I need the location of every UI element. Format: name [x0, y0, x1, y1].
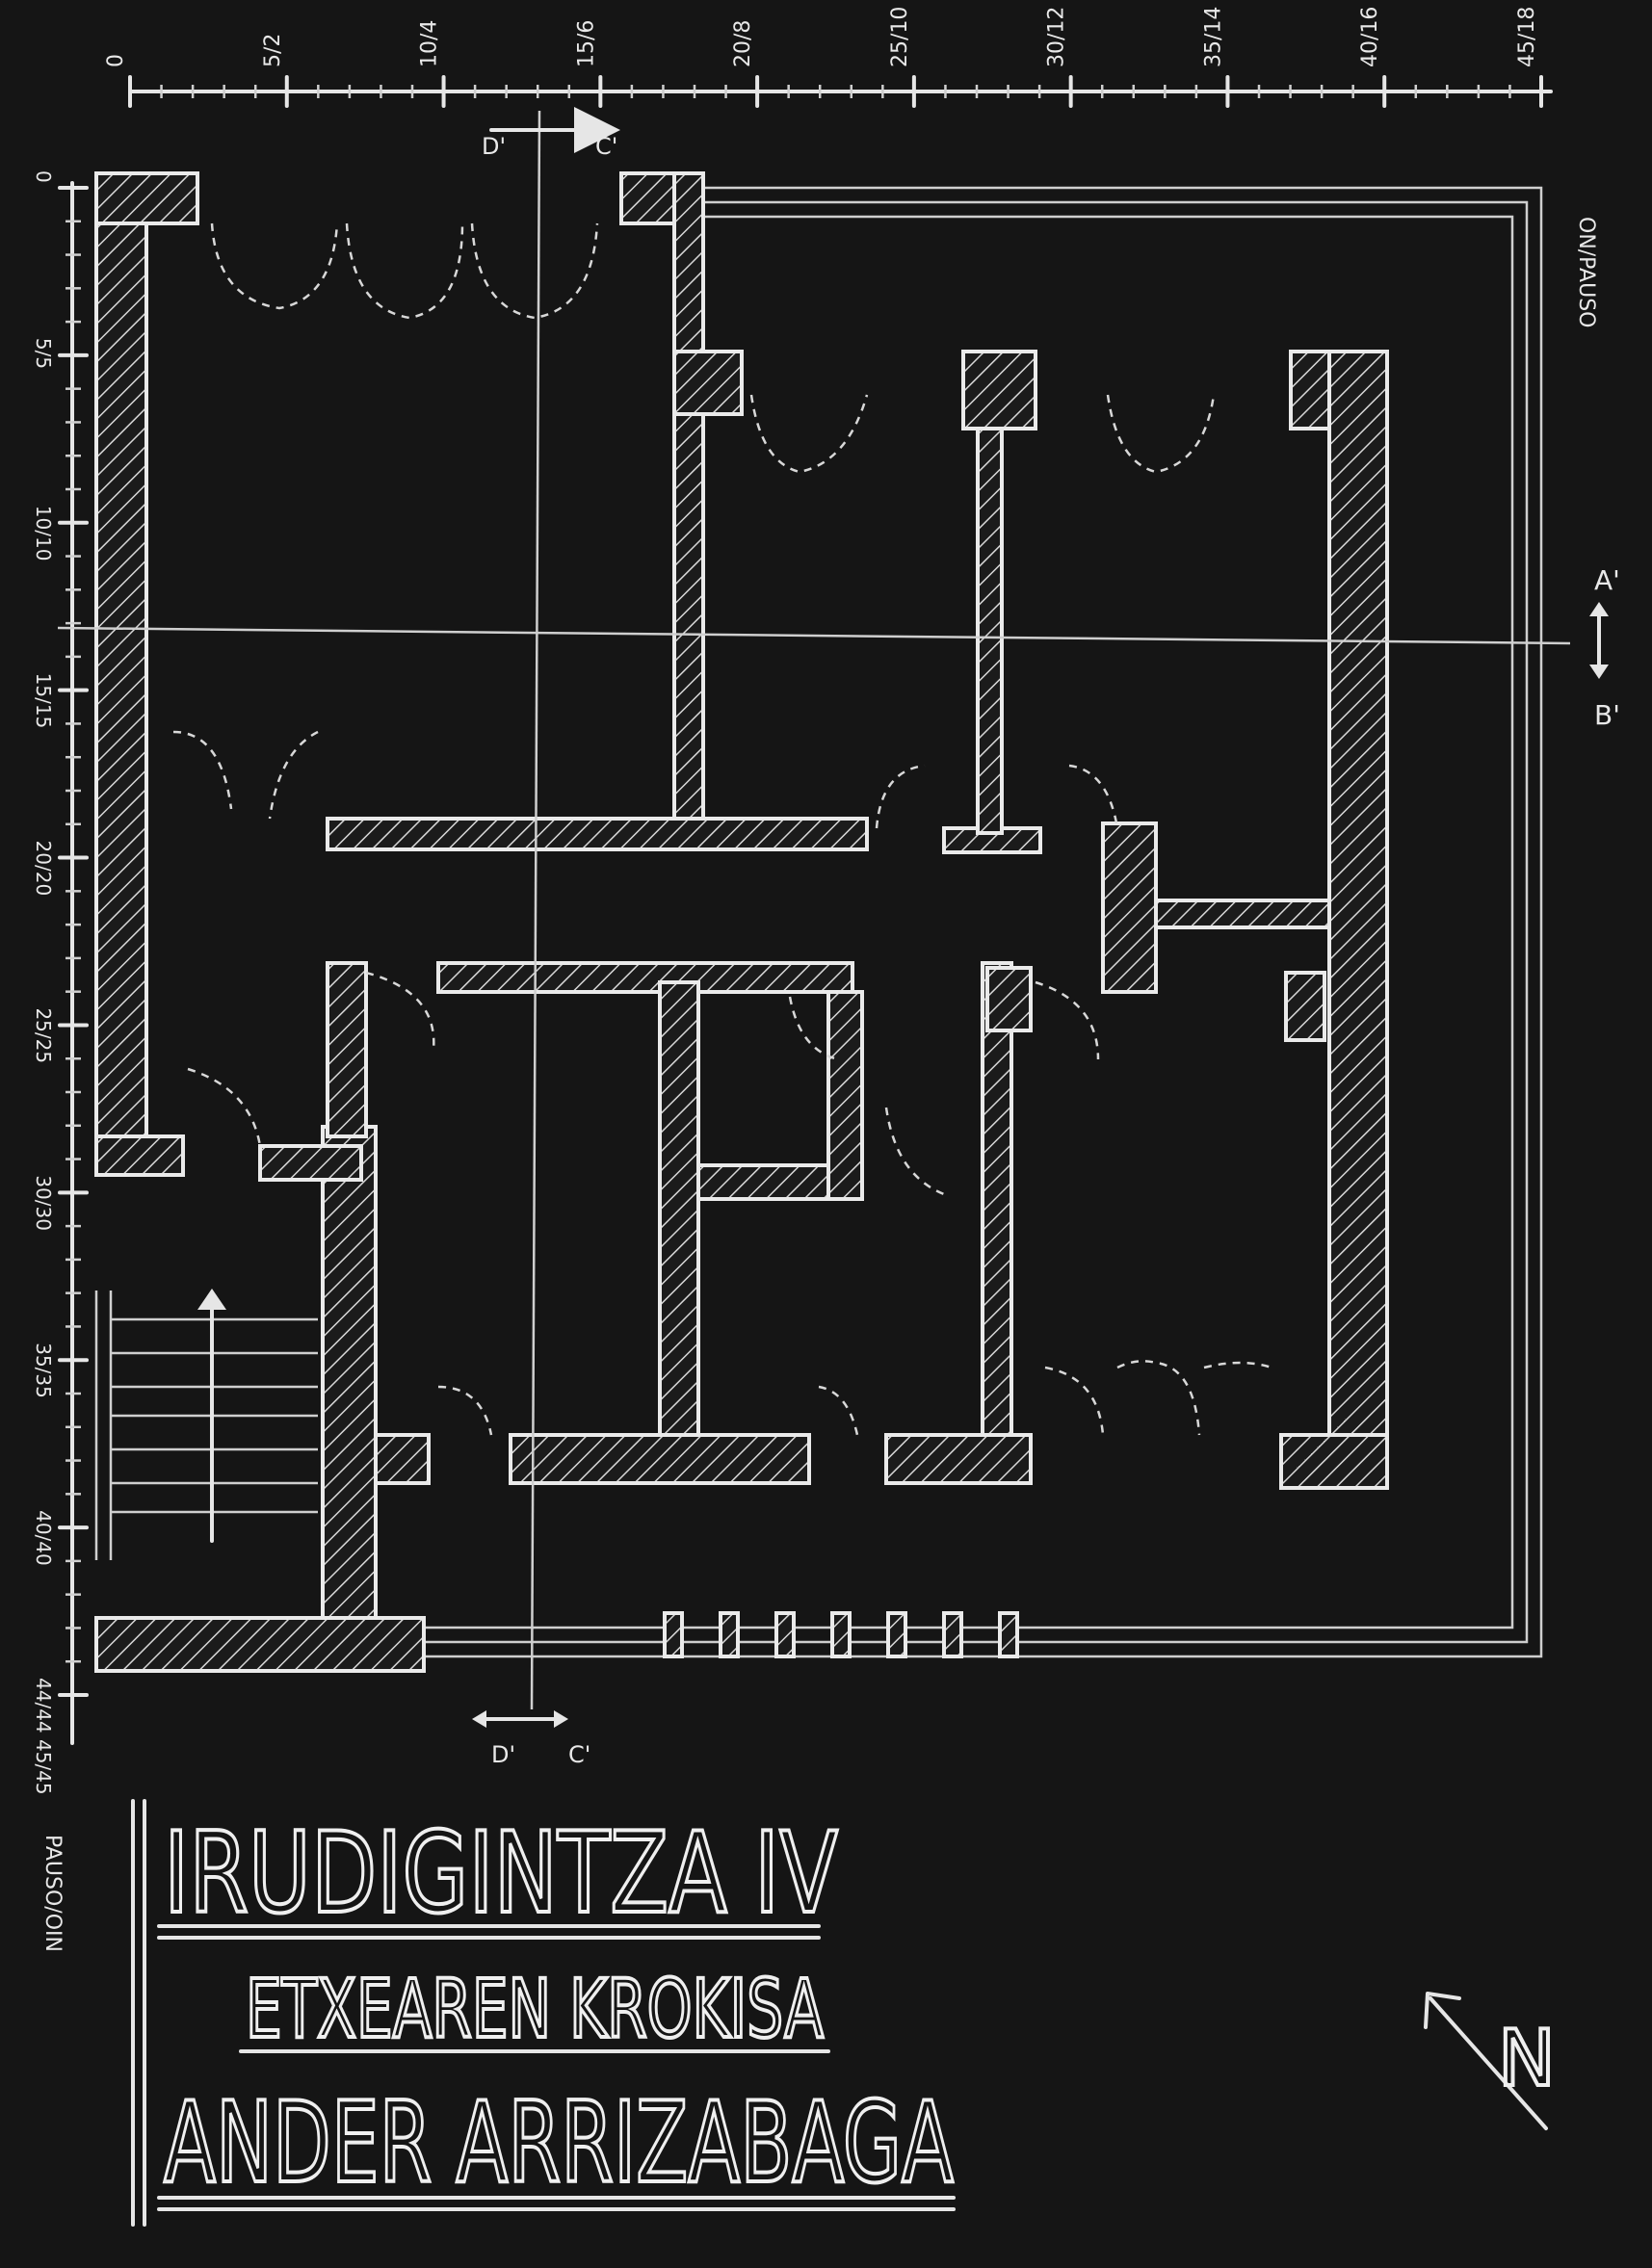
- left-scale-label: 20/20: [32, 841, 55, 897]
- top-scale-label: 25/10: [888, 7, 912, 67]
- left-scale: 0 5/5 10/10 15/15 20/20 25/25 30/30 35/35 40/40 4…: [32, 170, 89, 1952]
- top-scale-label: 15/6: [574, 20, 598, 67]
- section-d-bottom-label: D': [491, 1741, 515, 1768]
- title-line-2: ETXEAREN KROKISA: [246, 1962, 824, 2056]
- left-scale-label: 25/25: [32, 1007, 55, 1063]
- top-scale-label: 20/8: [731, 20, 755, 67]
- left-scale-unit: PAUSO/OIN: [40, 1835, 65, 1952]
- top-scale-label: 35/14: [1201, 7, 1225, 67]
- top-scale: 0 5/2 10/4 15/6 20/8 25/10 30/12 35/14 40/16 45/1…: [104, 7, 1598, 328]
- exterior-walls: [94, 171, 1389, 1673]
- left-scale-label: 40/40: [32, 1510, 55, 1566]
- terrace-outline: [424, 186, 1543, 1658]
- title-block: IRUDIGINTZA IV ETXEAREN KROKISA ANDER AR…: [131, 1799, 956, 2227]
- title-line-1: IRUDIGINTZA IV: [164, 1809, 838, 1939]
- section-d-top-label: D': [482, 133, 506, 160]
- left-scale-labels: 0 5/5 10/10 15/15 20/20 25/25 30/30 35/35 40/40 4…: [32, 170, 55, 1795]
- section-b-label: B': [1594, 699, 1620, 731]
- top-scale-label: 10/4: [418, 20, 442, 67]
- top-scale-label: 30/12: [1045, 7, 1069, 67]
- left-scale-label: 44/44 45/45: [32, 1678, 55, 1795]
- north-arrow: N: [1424, 1992, 1558, 2130]
- left-scale-label: 35/35: [32, 1343, 55, 1398]
- left-scale-ticks: [58, 186, 89, 1697]
- left-scale-label: 30/30: [32, 1175, 55, 1231]
- top-scale-label: 0: [104, 54, 128, 67]
- door-swings: [172, 222, 1272, 1436]
- section-c-bottom-label: C': [568, 1741, 590, 1768]
- left-scale-label: 10/10: [32, 506, 55, 561]
- interior-walls: [326, 412, 1331, 1437]
- section-line-ab: A' B': [57, 564, 1620, 731]
- title-line-3: ANDER ARRIZABAGA: [164, 2078, 954, 2208]
- section-a-label: A': [1594, 564, 1620, 596]
- top-scale-label: 40/16: [1358, 7, 1382, 67]
- top-scale-unit: ON/PAUSO: [1574, 217, 1598, 327]
- left-scale-label: 5/5: [32, 338, 55, 369]
- stairs: [94, 1289, 318, 1560]
- top-scale-label: 45/18: [1515, 7, 1539, 67]
- top-scale-label: 5/2: [261, 34, 285, 67]
- top-scale-labels: 0 5/2 10/4 15/6 20/8 25/10 30/12 35/14 40/16 45/1…: [104, 7, 1539, 67]
- north-label: N: [1498, 2014, 1556, 2103]
- entrance-steps: [663, 1611, 1019, 1658]
- left-scale-label: 0: [32, 170, 55, 183]
- left-scale-label: 15/15: [32, 673, 55, 729]
- section-line-cd: D' C' D' C': [472, 107, 620, 1768]
- top-scale-ticks: [128, 75, 1543, 108]
- section-c-top-label: C': [595, 133, 617, 160]
